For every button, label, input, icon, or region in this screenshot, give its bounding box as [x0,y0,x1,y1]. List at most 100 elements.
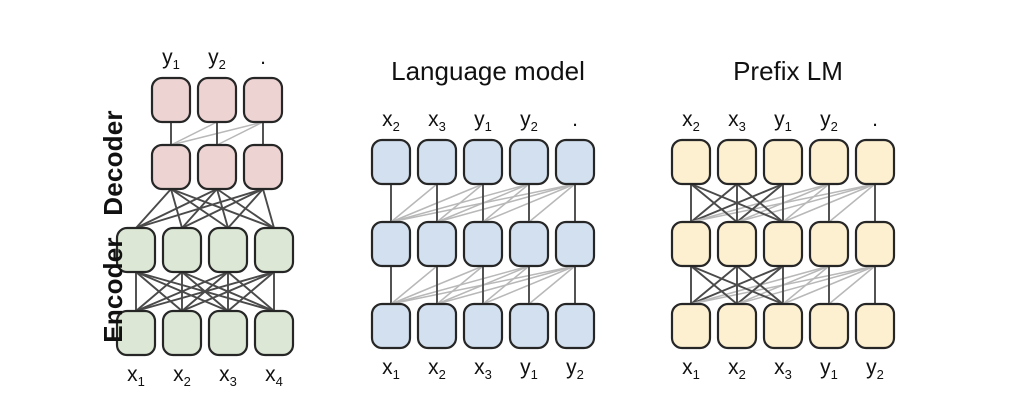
decoder-top-token-label: . [260,46,266,69]
token-cell [416,220,458,268]
bottom-token-label: x3 [774,356,792,382]
encoder-output-cell [161,226,203,274]
top-token-label: x2 [382,108,400,134]
token-cell [462,220,504,268]
decoder-side-label: Decoder [98,110,128,215]
token-cell [462,302,504,350]
top-token-label: y1 [774,108,792,134]
token-cell [370,302,412,350]
encoder-self-attention-edge [135,271,183,312]
token-cell [716,138,758,186]
bottom-token-label: y2 [566,356,584,382]
cross-attention-edge [170,188,229,229]
prefix-bidirectional-edge [690,265,784,305]
encoder-input-cell [115,309,157,357]
cross-attention-edge [135,188,172,229]
encoder-input-cell [207,309,249,357]
decoder-output-cell [242,76,284,124]
prefix-bidirectional-edge [690,183,784,223]
token-cell [508,220,550,268]
encoder-self-attention-edge [135,271,275,312]
encoder-side-label: Encoder [98,237,128,342]
token-cell [854,138,896,186]
token-cell [370,138,412,186]
bottom-token-label: y2 [866,356,884,382]
top-token-label: y1 [474,108,492,134]
token-cell [670,138,712,186]
causal-attention-edge [436,183,484,223]
top-token-label: . [872,108,878,131]
top-token-label: y2 [820,108,838,134]
causal-attention-edge [528,183,576,223]
decoder-self-attention-edge [170,121,218,146]
bottom-token-label: x1 [682,356,700,382]
bottom-token-label: x2 [428,356,446,382]
decoder-input-cell [150,143,192,191]
prefix-bidirectional-edge [736,183,784,223]
token-cell [716,302,758,350]
causal-attention-edge [782,183,830,223]
causal-attention-edge [436,265,484,305]
top-token-label: x2 [682,108,700,134]
token-cell [554,302,596,350]
causal-attention-edge [390,183,438,223]
causal-attention-edge [828,265,876,305]
panel-title-prefix-lm: Prefix LM [733,56,843,86]
token-cells-layer [115,76,896,357]
prefix-bidirectional-edge [736,265,784,305]
token-cell [854,220,896,268]
token-labels-layer: y1 y2. x1 x2 x3 x4 x2 x3 y1 y2. x1 x2 x3 y1 y2 x2 x3 y1 y2… [127,46,884,389]
token-cell [370,220,412,268]
bottom-token-label: x1 [382,356,400,382]
token-cell [416,138,458,186]
encoder-self-attention-edge [181,271,275,312]
encoder-input-cell [161,309,203,357]
bottom-token-label: x3 [474,356,492,382]
token-cell [762,302,804,350]
cross-attention-edge [170,188,183,229]
decoder-input-cell [196,143,238,191]
decoder-output-cell [150,76,192,124]
token-cell [670,220,712,268]
encoder-output-cell [115,226,157,274]
prefix-bidirectional-edge [690,183,738,223]
token-cell [554,220,596,268]
encoder-self-attention-edge [135,271,229,312]
encoder-bottom-token-label: x3 [219,363,237,389]
top-token-label: y2 [520,108,538,134]
cross-attention-edge [170,188,275,229]
bottom-token-label: x2 [728,356,746,382]
bottom-token-label: y1 [820,356,838,382]
token-cell [508,302,550,350]
attention-edges-layer [135,121,876,312]
encoder-output-cell [253,226,295,274]
causal-attention-edge [782,265,830,305]
bottom-token-label: y1 [520,356,538,382]
token-cell [716,220,758,268]
token-cell [808,302,850,350]
encoder-output-cell [207,226,249,274]
cross-attention-edge [216,188,275,229]
token-cell [808,138,850,186]
token-cell [508,138,550,186]
encoder-bottom-token-label: x4 [265,363,283,389]
causal-attention-edge [482,183,530,223]
decoder-top-token-label: y1 [162,46,180,72]
causal-attention-edge [482,265,530,305]
token-cell [554,138,596,186]
causal-attention-edge [828,183,876,223]
token-cell [808,220,850,268]
decoder-input-cell [242,143,284,191]
panel-title-language-model: Language model [391,56,585,86]
top-token-label: x3 [428,108,446,134]
top-token-label: . [572,108,578,131]
token-cell [416,302,458,350]
token-cell [854,302,896,350]
causal-attention-edge [390,265,438,305]
encoder-input-cell [253,309,295,357]
prefix-bidirectional-edge [690,265,738,305]
encoder-self-attention-edge [227,271,275,312]
